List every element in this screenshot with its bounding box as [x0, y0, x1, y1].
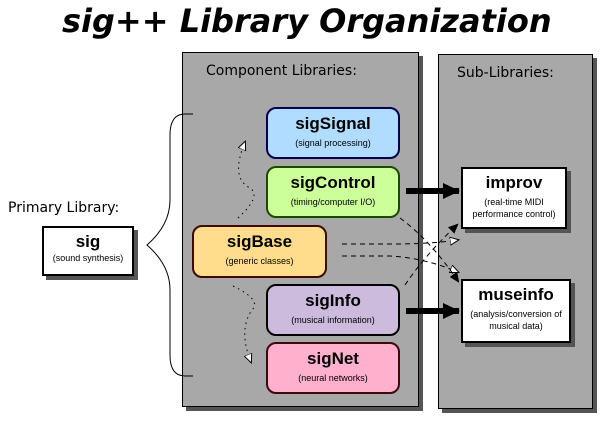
sublibrary-box-improv: improv (real-time MIDI performance contr… [461, 167, 567, 229]
library-name: sigNet [307, 349, 359, 368]
primary-library-label: Primary Library: [8, 200, 120, 216]
library-name: sigBase [226, 232, 293, 251]
sublibrary-desc-line1: (analysis/conversion of [470, 309, 562, 319]
library-name: sigControl [290, 173, 376, 192]
library-desc: (musical information) [291, 315, 375, 325]
library-box-siginfo: sigInfo (musical information) [266, 284, 400, 336]
sig-desc: (sound synthesis) [52, 253, 124, 263]
sig-box: sig (sound synthesis) [42, 226, 134, 276]
sublibrary-desc-line2: musical data) [489, 321, 543, 331]
library-box-sigbase: sigBase (generic classes) [192, 225, 327, 278]
library-name: sigSignal [295, 114, 371, 133]
sublibrary-desc-line2: performance control) [472, 209, 556, 219]
sub-libraries-panel: Sub-Libraries: [438, 54, 593, 409]
library-name: sigInfo [305, 291, 361, 310]
diagram-title: sig++ Library Organization [62, 2, 552, 40]
library-desc: (signal processing) [295, 138, 371, 148]
sig-name: sig [75, 232, 101, 251]
sublibrary-name: improv [485, 173, 543, 192]
library-desc: (neural networks) [298, 373, 368, 383]
library-box-sigcontrol: sigControl (timing/computer I/O) [266, 166, 400, 218]
component-libraries-label: Component Libraries: [206, 63, 357, 79]
library-desc: (generic classes) [225, 256, 294, 266]
library-box-signet: sigNet (neural networks) [266, 342, 400, 394]
library-box-sigsignal: sigSignal (signal processing) [266, 107, 400, 159]
sub-libraries-label: Sub-Libraries: [457, 65, 554, 81]
sublibrary-box-museinfo: museinfo (analysis/conversion of musical… [461, 279, 571, 343]
sublibrary-name: museinfo [478, 285, 554, 304]
sublibrary-desc-line1: (real-time MIDI [484, 197, 544, 207]
library-desc: (timing/computer I/O) [290, 197, 376, 207]
